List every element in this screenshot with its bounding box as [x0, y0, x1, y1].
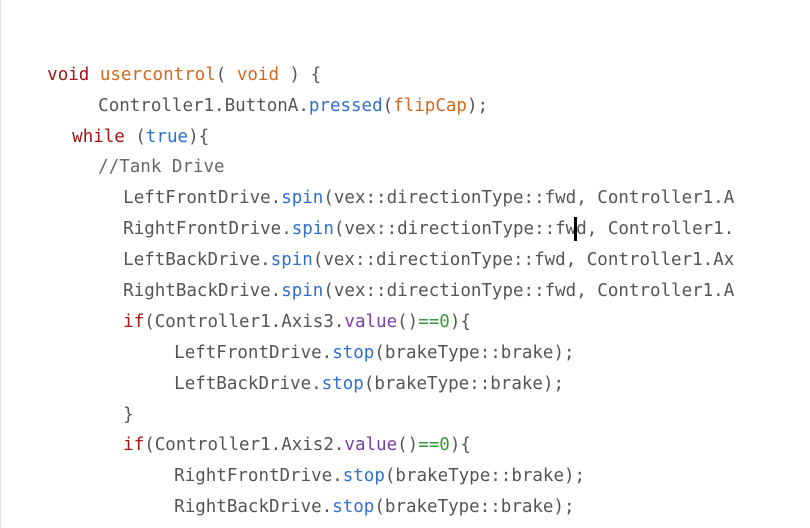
code-punct: () — [397, 312, 419, 332]
code-line-9[interactable]: if(Controller1.Axis3.value()==0){ — [81, 276, 471, 332]
keyword-true: true — [145, 127, 189, 147]
code-object: RightBackDrive. — [123, 281, 282, 301]
method-stop: stop — [332, 497, 375, 517]
method-spin: spin — [281, 188, 324, 208]
method-value: value — [344, 435, 398, 455]
code-args: d, Controller1. — [576, 219, 735, 239]
code-line-16[interactable]: } — [81, 492, 134, 523]
number-literal: 0 — [439, 435, 450, 455]
callback-flipcap: flipCap — [393, 96, 467, 116]
code-line-4[interactable]: //Tank Drive — [56, 121, 224, 177]
code-line-1[interactable]: void usercontrol( void ) { — [5, 29, 321, 85]
number-literal: 0 — [439, 312, 450, 332]
code-object: Controller1.ButtonA. — [98, 96, 309, 116]
code-line-6[interactable]: RightFrontDrive.spin(vex::directionType:… — [81, 183, 734, 241]
code-comment: //Tank Drive — [98, 157, 225, 177]
code-line-15[interactable]: RightBackDrive.stop(brakeType::brake); — [132, 461, 574, 517]
code-punct: ){ — [449, 312, 471, 332]
code-line-10[interactable]: LeftFrontDrive.stop(brakeType::brake); — [132, 307, 574, 363]
code-line-14[interactable]: RightFrontDrive.stop(brakeType::brake); — [132, 430, 585, 486]
code-object: LeftFrontDrive. — [123, 188, 282, 208]
code-args: (brakeType::brake); — [384, 466, 586, 486]
code-object: RightBackDrive. — [174, 497, 333, 517]
code-punct: } — [123, 405, 134, 425]
code-args: (brakeType::brake); — [374, 497, 575, 517]
code-args: (vex::directionType::fwd, Controller1.Ax — [312, 250, 735, 270]
code-line-11[interactable]: LeftBackDrive.stop(brakeType::brake); — [132, 338, 564, 394]
code-object: LeftBackDrive. — [123, 250, 271, 270]
code-object: RightFrontDrive. — [174, 466, 343, 486]
code-object: (Controller1.Axis2. — [144, 435, 345, 455]
code-args: (brakeType::brake); — [363, 374, 565, 394]
code-punct: ) { — [279, 65, 322, 85]
code-line-8[interactable]: RightBackDrive.spin(vex::directionType::… — [81, 245, 734, 301]
code-line-12[interactable]: } — [81, 369, 134, 425]
method-stop: stop — [342, 466, 385, 486]
code-object: LeftFrontDrive. — [174, 343, 333, 363]
code-punct: ){ — [188, 127, 210, 147]
function-name: usercontrol — [99, 65, 216, 85]
code-args: (brakeType::brake); — [374, 343, 575, 363]
code-object: LeftBackDrive. — [174, 374, 322, 394]
code-line-3[interactable]: while (true){ — [30, 91, 209, 147]
method-spin: spin — [270, 250, 313, 270]
code-punct: ); — [466, 96, 489, 116]
keyword-if: if — [123, 312, 145, 332]
code-line-13[interactable]: if(Controller1.Axis2.value()==0){ — [81, 399, 471, 455]
code-args: (vex::directionType::fwd, Controller1.A — [323, 188, 735, 208]
code-punct: ){ — [449, 435, 471, 455]
operator-equals: == — [418, 435, 440, 455]
method-stop: stop — [332, 343, 375, 363]
method-value: value — [344, 312, 398, 332]
code-punct: ( — [215, 65, 237, 85]
code-punct: () — [397, 435, 419, 455]
keyword-while: while — [72, 127, 125, 147]
keyword-void: void — [47, 65, 90, 85]
code-line-7[interactable]: LeftBackDrive.spin(vex::directionType::f… — [81, 214, 734, 270]
code-args: (vex::directionType::fwd, Controller1.A — [323, 281, 735, 301]
code-object: RightFrontDrive. — [123, 219, 292, 239]
code-line-2[interactable]: Controller1.ButtonA.pressed(flipCap); — [56, 60, 488, 116]
method-spin: spin — [281, 281, 324, 301]
method-spin: spin — [291, 219, 334, 239]
method-pressed: pressed — [308, 96, 383, 116]
code-punct: ( — [382, 96, 394, 116]
operator-equals: == — [418, 312, 440, 332]
code-args: (vex::directionType::fw — [333, 219, 577, 239]
code-line-5[interactable]: LeftFrontDrive.spin(vex::directionType::… — [81, 152, 734, 208]
code-object: (Controller1.Axis3. — [144, 312, 345, 332]
text-cursor — [574, 217, 578, 241]
keyword-if: if — [123, 435, 145, 455]
keyword-void-param: void — [236, 65, 279, 85]
method-stop: stop — [321, 374, 364, 394]
code-punct: ( — [124, 127, 146, 147]
